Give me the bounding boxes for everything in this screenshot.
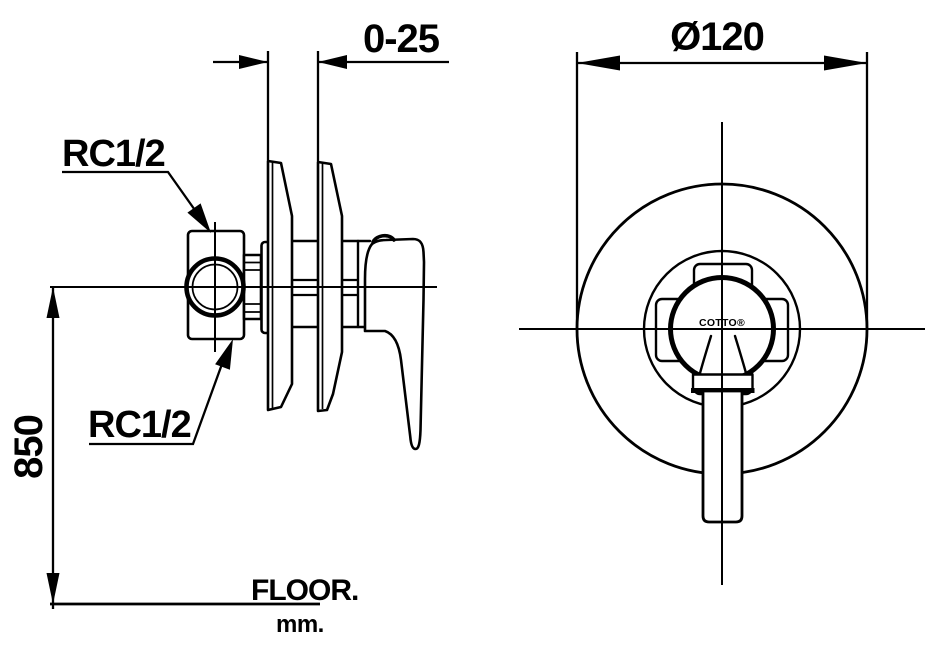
arrow-down-icon xyxy=(46,573,60,604)
plate-diameter-label: Ø120 xyxy=(670,15,764,59)
handle-neck xyxy=(698,334,748,377)
inlet-bottom-label: RC1/2 xyxy=(88,404,191,446)
dimension-depth-range: 0-25 xyxy=(213,17,449,161)
arrow-right-icon xyxy=(824,55,867,71)
floor-reference: FLOOR. mm. xyxy=(50,574,359,638)
side-view xyxy=(184,159,426,451)
arrow-left-icon xyxy=(577,55,620,71)
unit-label: mm. xyxy=(276,611,324,638)
leader-arrow-icon xyxy=(187,203,211,233)
height-label: 850 xyxy=(7,415,51,479)
centerlines xyxy=(50,122,925,585)
lever-handle-side xyxy=(363,233,426,451)
dimension-height-from-floor: 850 xyxy=(7,287,60,609)
inlet-top-label: RC1/2 xyxy=(62,133,165,175)
leader-inlet-top: RC1/2 xyxy=(62,133,211,233)
arrow-right-icon xyxy=(239,55,268,69)
arrow-left-icon xyxy=(318,55,347,69)
leader-inlet-bottom: RC1/2 xyxy=(88,339,233,446)
arrow-up-icon xyxy=(46,287,60,318)
depth-range-label: 0-25 xyxy=(363,17,440,61)
leader-arrow-icon xyxy=(215,339,233,370)
dimension-plate-diameter: Ø120 xyxy=(575,15,869,329)
escutcheon-plate-min-position xyxy=(266,159,294,412)
handle-pivot-bump xyxy=(371,233,396,244)
floor-label: FLOOR. xyxy=(251,574,358,607)
